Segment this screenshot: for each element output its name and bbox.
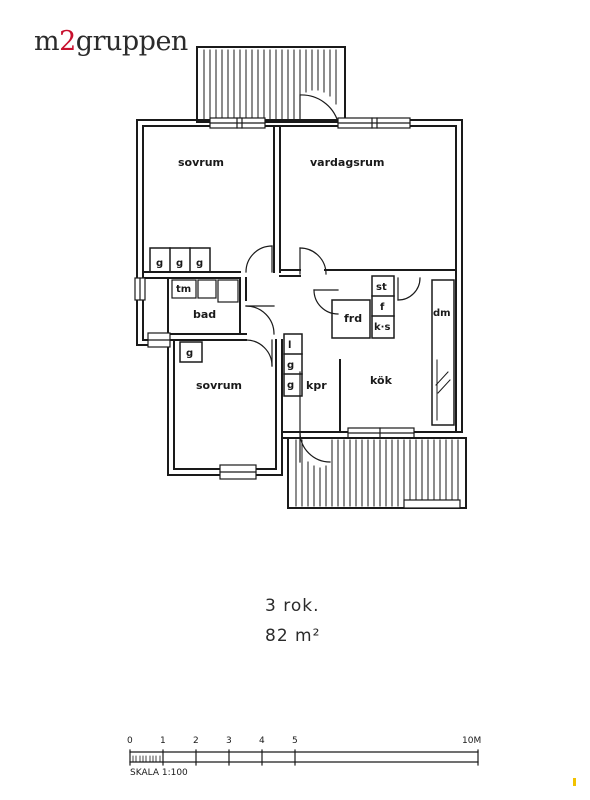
fixture-label-l: l: [288, 340, 291, 351]
brand-logo-part: gruppen: [75, 26, 189, 57]
floor-area: 82 m²: [265, 626, 321, 646]
scale-tick-label: 10M: [462, 736, 482, 746]
room-label-kpr: kpr: [306, 379, 327, 392]
fixture-label-ks: k·s: [374, 322, 390, 333]
bottom-windows: [134, 277, 257, 480]
scale-tick-label: 4: [259, 736, 265, 746]
bathroom-fixtures: [171, 279, 239, 303]
brand-logo: m2gruppen: [34, 26, 188, 57]
scale-tick-label: 2: [193, 736, 199, 746]
interior-walls: [142, 125, 463, 476]
fixture-label-f: f: [380, 302, 385, 313]
brand-logo-part: m: [34, 26, 60, 57]
scale-label: SKALA 1:100: [130, 768, 188, 778]
room-label-sovrum-1: sovrum: [178, 156, 224, 169]
fixture-label-g: g: [186, 348, 193, 359]
scale-tick-label: 0: [127, 736, 133, 746]
scale-bar: [129, 749, 479, 766]
fixture-label-g: g: [287, 360, 294, 371]
top-balcony: [196, 46, 346, 123]
fixture-label-dm: dm: [433, 308, 451, 319]
brand-logo-part: 2: [59, 26, 76, 57]
wardrobe-bedroom-2: [179, 341, 203, 363]
room-count: 3 rok.: [265, 596, 320, 616]
fixture-label-g: g: [156, 258, 163, 269]
doors: [245, 245, 421, 463]
top-windows: [209, 117, 411, 129]
room-label-vardagsrum: vardagsrum: [310, 156, 384, 169]
hall-storage: [283, 333, 303, 397]
wardrobes-bedroom-1: [149, 247, 211, 273]
scale-tick-label: 3: [226, 736, 232, 746]
fixture-label-g: g: [176, 258, 183, 269]
kitchen-units: [371, 275, 455, 426]
scale-tick-label: 1: [160, 736, 166, 746]
kitchen-window: [347, 427, 415, 439]
fixture-label-tm: tm: [176, 284, 191, 295]
room-label-frd: frd: [344, 312, 362, 325]
room-label-bad: bad: [193, 308, 216, 321]
room-label-sovrum-2: sovrum: [196, 379, 242, 392]
bottom-balcony: [287, 437, 467, 509]
fixture-label-g: g: [196, 258, 203, 269]
room-label-kok: kök: [370, 374, 393, 387]
corner-mark: [573, 778, 576, 786]
fixture-label-st: st: [376, 282, 387, 293]
scale-tick-label: 5: [292, 736, 298, 746]
fixture-label-g: g: [287, 380, 294, 391]
